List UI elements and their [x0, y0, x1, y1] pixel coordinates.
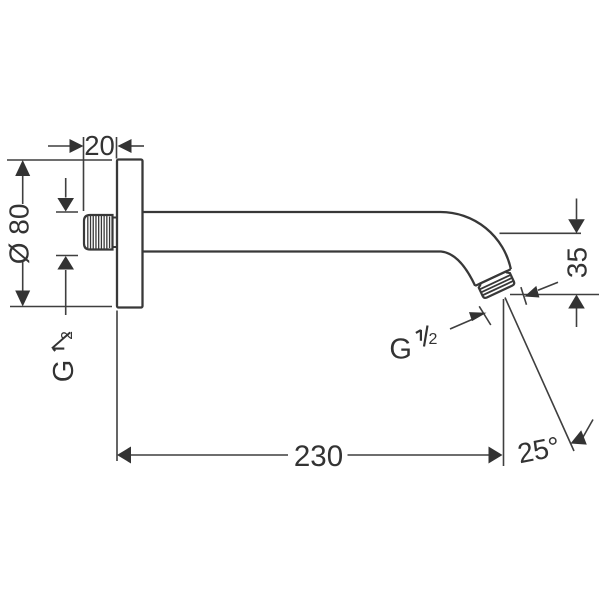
svg-text:35: 35 [562, 247, 593, 278]
svg-text:Ø 80: Ø 80 [3, 204, 34, 265]
svg-text:20: 20 [84, 130, 115, 161]
svg-text:G: G [389, 333, 412, 365]
svg-text:G: G [48, 360, 80, 383]
svg-text:2: 2 [429, 331, 438, 348]
svg-text:230: 230 [294, 440, 343, 473]
